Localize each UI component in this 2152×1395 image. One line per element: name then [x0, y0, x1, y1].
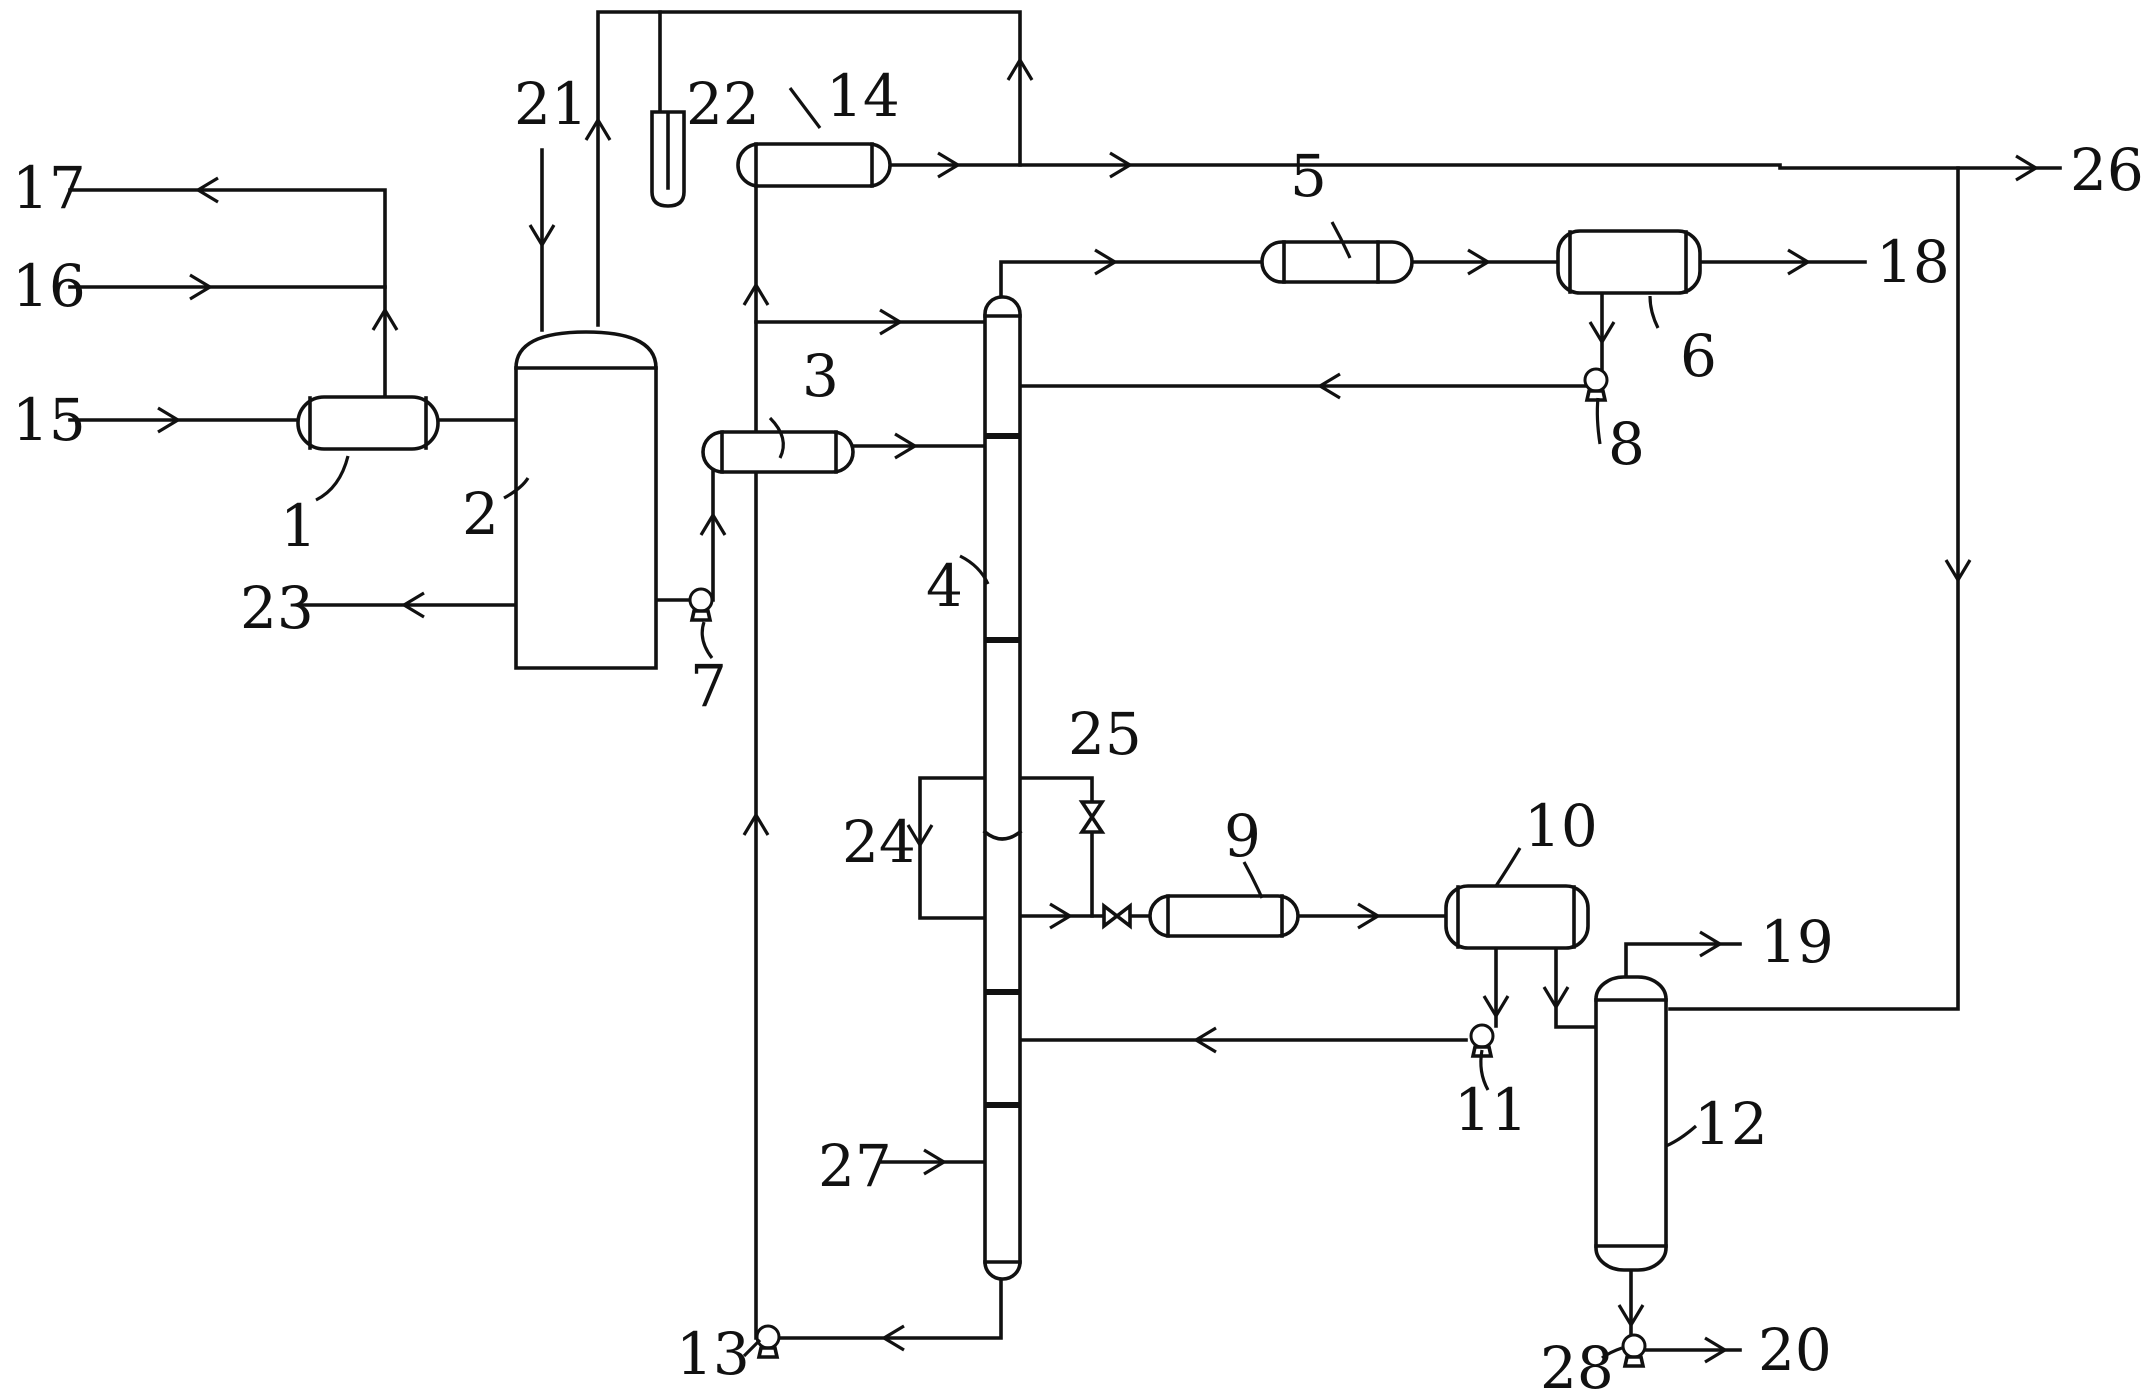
arrow-up-exchanger-1: [371, 306, 399, 331]
label-18: 18: [1876, 228, 1950, 296]
pump-8: [1583, 367, 1609, 402]
label-11: 11: [1454, 1076, 1528, 1144]
arrow-to-26-a: [1109, 151, 1134, 179]
arrow-18: [1787, 248, 1812, 276]
line-valve-25: [1018, 776, 1094, 918]
line-drum-10-to-column-12: [1554, 946, 1598, 1029]
arrow-drum-10-down: [1482, 995, 1510, 1020]
label-16: 16: [12, 252, 86, 320]
label-27: 27: [818, 1132, 892, 1200]
leader-lines: [315, 87, 1698, 1360]
label-5: 5: [1290, 142, 1327, 210]
label-4: 4: [926, 552, 963, 620]
valve-lower: [1102, 902, 1132, 930]
line-column-4-bottom: [777, 1273, 1003, 1340]
arrow-drum-10-to-column-12: [1542, 986, 1570, 1011]
arrow-exchanger-14-out: [937, 151, 962, 179]
line-exchanger-14-to-26: [888, 163, 2062, 170]
column-12: [1594, 975, 1668, 1272]
heat-exchanger-5: [1260, 240, 1414, 284]
vessel-2: [514, 330, 658, 670]
label-21: 21: [514, 70, 588, 138]
arrow-side-draw-24: [906, 824, 934, 849]
label-22: 22: [686, 70, 760, 138]
arrow-column-4-to-exchanger-9: [1049, 902, 1074, 930]
arrow-reflux-8: [1316, 372, 1341, 400]
arrow-reflux-11: [1192, 1026, 1217, 1054]
label-13: 13: [676, 1320, 750, 1388]
heat-exchanger-3: [701, 430, 855, 474]
line-side-draw-24: [918, 776, 987, 920]
arrow-riser-top: [742, 281, 770, 306]
arrow-21: [528, 224, 556, 249]
flow-arrows: [157, 56, 2040, 1364]
arrow-vessel-2-overhead: [584, 116, 612, 141]
arrow-exchanger-3-out: [894, 432, 919, 460]
valve-25: [1078, 800, 1106, 834]
pump-28: [1621, 1333, 1647, 1368]
line-19: [1624, 942, 1742, 979]
arrow-loop-up: [1006, 56, 1034, 81]
arrow-27: [923, 1148, 948, 1176]
heat-exchanger-9: [1148, 894, 1300, 938]
label-6: 6: [1680, 322, 1717, 390]
arrow-20: [1704, 1336, 1729, 1364]
label-28: 28: [1540, 1334, 1614, 1395]
label-14: 14: [826, 62, 900, 130]
label-26: 26: [2070, 136, 2144, 204]
column-4: [982, 295, 1023, 1281]
label-1: 1: [280, 492, 317, 560]
label-10: 10: [1524, 792, 1598, 860]
arrow-overhead-column-4: [1094, 248, 1119, 276]
label-25: 25: [1068, 700, 1142, 768]
heat-exchanger-14: [736, 142, 892, 188]
arrow-19: [1699, 930, 1724, 958]
arrow-23: [400, 591, 425, 619]
arrow-17: [194, 176, 219, 204]
heat-exchanger-1: [296, 395, 440, 451]
label-8: 8: [1608, 410, 1645, 478]
drum-10: [1444, 884, 1590, 950]
pump-13: [755, 1324, 781, 1359]
arrow-drum-6-down: [1588, 321, 1616, 346]
line-26-to-column-12: [1668, 166, 1960, 1011]
arrow-to-26-b: [2015, 154, 2040, 182]
line-column-4-overhead: [999, 260, 1264, 302]
label-15: 15: [12, 386, 86, 454]
label-23: 23: [240, 574, 314, 642]
arrow-pump-7-up: [699, 511, 727, 536]
line-loop-to-26: [658, 10, 1022, 167]
line-vessel-2-overhead: [596, 10, 662, 327]
reference-labels: 1 2 3 4 5 6 7 8 9 10 11 12 13 14 15 16 1…: [12, 62, 2144, 1395]
pump-7: [688, 587, 714, 622]
arrow-riser-mid: [742, 811, 770, 836]
test-tube-22: [650, 110, 686, 208]
arrow-column-4-feed: [879, 308, 904, 336]
drum-6: [1556, 229, 1702, 295]
label-12: 12: [1694, 1090, 1768, 1158]
label-19: 19: [1760, 908, 1834, 976]
arrow-exchanger-9-out: [1357, 902, 1382, 930]
pipelines: [68, 10, 2062, 1352]
arrow-down-to-column-12: [1944, 559, 1972, 584]
label-9: 9: [1224, 802, 1261, 870]
label-17: 17: [12, 154, 86, 222]
line-exchanger-1-to-17: [68, 188, 387, 401]
label-7: 7: [690, 652, 727, 720]
label-20: 20: [1758, 1316, 1832, 1384]
arrow-15: [157, 406, 182, 434]
label-24: 24: [842, 808, 916, 876]
label-2: 2: [462, 480, 499, 548]
label-3: 3: [802, 342, 839, 410]
arrow-column-12-down: [1617, 1304, 1645, 1329]
arrow-16: [189, 273, 214, 301]
arrow-column-4-bottom: [880, 1324, 905, 1352]
arrow-exchanger-5-out: [1467, 248, 1492, 276]
